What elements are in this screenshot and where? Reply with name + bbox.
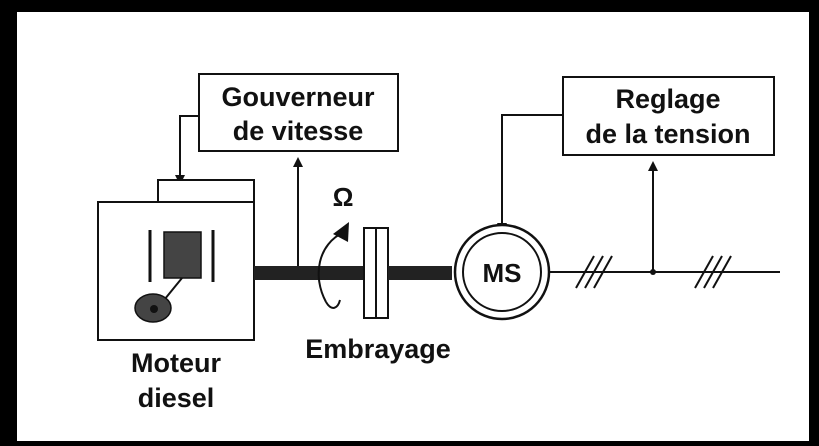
clutch: Embrayage <box>305 227 451 364</box>
clutch-label: Embrayage <box>305 334 451 364</box>
frame-right-bar <box>809 10 816 441</box>
clutch-plate-right <box>375 227 389 319</box>
rotation-arrowhead <box>333 222 349 242</box>
machine-inner-ring <box>462 232 542 312</box>
three-phase-marks-right <box>694 255 732 289</box>
rotation-arc-upper <box>317 231 345 303</box>
engine-top-actuator <box>157 179 255 203</box>
machine-label: MS <box>483 258 522 288</box>
engine-label-line2: diesel <box>138 383 215 413</box>
synchronous-machine: MS <box>453 223 551 321</box>
diesel-engine <box>97 179 255 341</box>
governor-to-engine-arrow <box>175 115 199 185</box>
shaft-left <box>254 266 364 280</box>
clutch-plate-left <box>363 227 377 319</box>
governor-label-line1: Gouverneur <box>221 82 375 112</box>
governor-box: Gouverneur de vitesse <box>198 73 399 152</box>
crank-pin <box>150 305 158 313</box>
voltage-control-box: Reglage de la tension <box>562 76 775 156</box>
frame-left-bar <box>10 10 17 441</box>
voltage-control-label-line2: de la tension <box>585 119 750 149</box>
three-phase-marks-left <box>575 255 613 289</box>
regulator-to-machine-arrow <box>497 114 563 233</box>
engine-label-line1: Moteur <box>131 348 221 378</box>
governor-label-line2: de vitesse <box>233 116 364 146</box>
shaft-right <box>388 266 452 280</box>
rotation-arc-lower <box>325 299 341 309</box>
piston <box>163 231 202 279</box>
voltage-control-label-line1: Reglage <box>615 84 720 114</box>
rotation-indicator: Ω <box>317 182 354 309</box>
omega-symbol: Ω <box>333 182 354 212</box>
